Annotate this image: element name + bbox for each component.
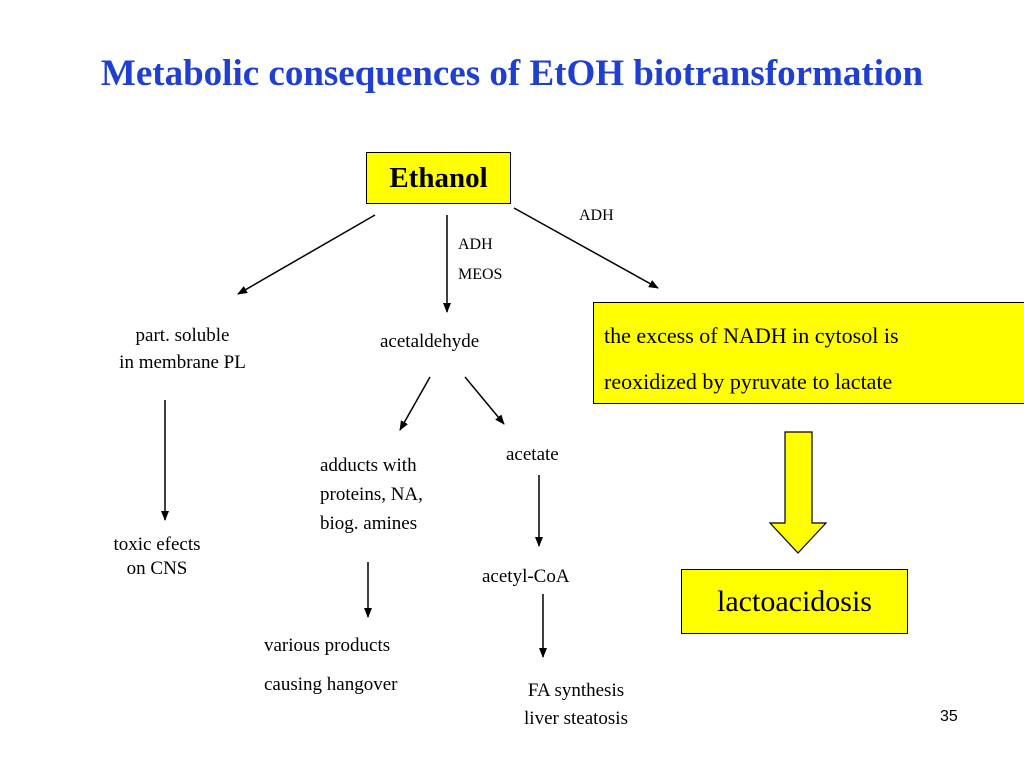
membrane-line-1: part. soluble <box>135 325 230 346</box>
ethanol-box: Ethanol <box>366 152 511 204</box>
acetyl-coa-node: acetyl-CoA <box>482 566 570 587</box>
adducts-node: adducts with proteins, NA, biog. amines <box>320 451 423 538</box>
adducts-line-3: biog. amines <box>320 513 418 534</box>
enzyme-adh-right: ADH <box>579 207 614 224</box>
acetaldehyde-node: acetaldehyde <box>380 331 480 352</box>
fa-line-2: liver steatosis <box>524 708 628 729</box>
nadh-box: the excess of NADH in cytosol is reoxidi… <box>593 302 1024 404</box>
adducts-line-1: adducts with <box>320 455 417 476</box>
nadh-line-2: reoxidized by pyruvate to lactate <box>604 369 893 394</box>
fa-line-1: FA synthesis <box>527 680 625 701</box>
page-number: 35 <box>940 708 958 725</box>
membrane-node: part. soluble in membrane PL <box>90 322 275 376</box>
enzyme-adh-center: ADH <box>458 236 493 253</box>
arrow-ethanol-to-membrane <box>237 214 376 295</box>
nadh-line-1: the excess of NADH in cytosol is <box>604 323 899 348</box>
arrow-ethanol-to-nadh <box>513 207 659 289</box>
enzyme-meos-center: MEOS <box>458 266 503 283</box>
membrane-line-2: in membrane PL <box>119 352 246 373</box>
block-arrow-down <box>768 431 828 554</box>
acetate-node: acetate <box>506 444 559 465</box>
lactoacidosis-label: lactoacidosis <box>717 584 872 618</box>
various-line-1: various products <box>264 635 391 656</box>
slide-title: Metabolic consequences of EtOH biotransf… <box>100 53 924 94</box>
ethanol-label: Ethanol <box>389 161 488 194</box>
fa-node: FA synthesis liver steatosis <box>495 677 657 733</box>
arrow-acetaldehyde-to-acetate <box>464 376 505 425</box>
adducts-line-2: proteins, NA, <box>320 484 423 505</box>
lactoacidosis-box: lactoacidosis <box>681 569 908 634</box>
toxic-line-1: toxic efects <box>113 534 201 555</box>
various-line-2: causing hangover <box>264 674 398 695</box>
toxic-node: toxic efects on CNS <box>82 533 232 581</box>
various-node: various products causing hangover <box>264 626 397 704</box>
arrow-acetaldehyde-to-adducts <box>399 376 431 431</box>
toxic-line-2: on CNS <box>126 558 188 579</box>
